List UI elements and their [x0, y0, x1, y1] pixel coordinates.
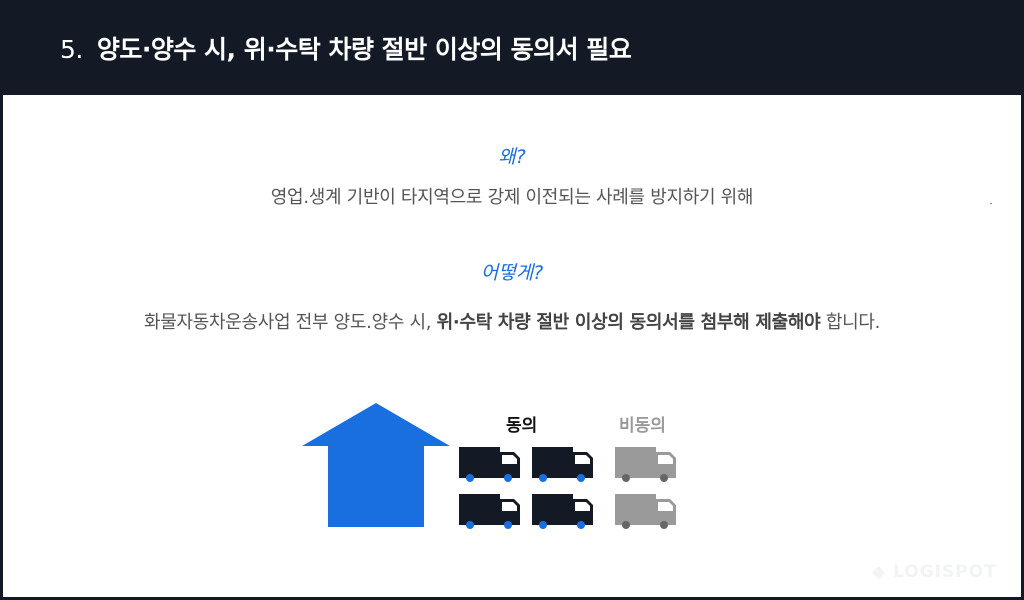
up-arrow-icon — [302, 403, 450, 527]
agree-truck-icon — [532, 494, 594, 534]
disagree-truck-icon — [615, 494, 677, 534]
why-text: 영업.생계 기반이 타지역으로 강제 이전되는 사례를 방지하기 위해 — [270, 187, 754, 208]
how-label: 어떻게? — [480, 262, 544, 284]
page-title: 5.양도·양수 시, 위·수탁 차량 절반 이상의 동의서 필요 — [60, 35, 632, 64]
disagree-label: 비동의 — [619, 416, 666, 436]
how-text: 화물자동차운송사업 전부 양도.양수 시, 위·수탁 차량 절반 이상의 동의서… — [143, 312, 881, 333]
header: 5.양도·양수 시, 위·수탁 차량 절반 이상의 동의서 필요 — [0, 0, 1024, 93]
agree-label: 동의 — [506, 416, 538, 436]
why-label: 왜? — [498, 146, 526, 168]
agree-truck-icon — [459, 494, 521, 534]
agree-truck-icon — [532, 447, 594, 487]
dot — [990, 203, 992, 204]
agree-truck-icon — [459, 447, 521, 487]
disagree-truck-icon — [615, 447, 677, 487]
logispot-logo: ◆ LOGISPOT — [872, 562, 997, 582]
